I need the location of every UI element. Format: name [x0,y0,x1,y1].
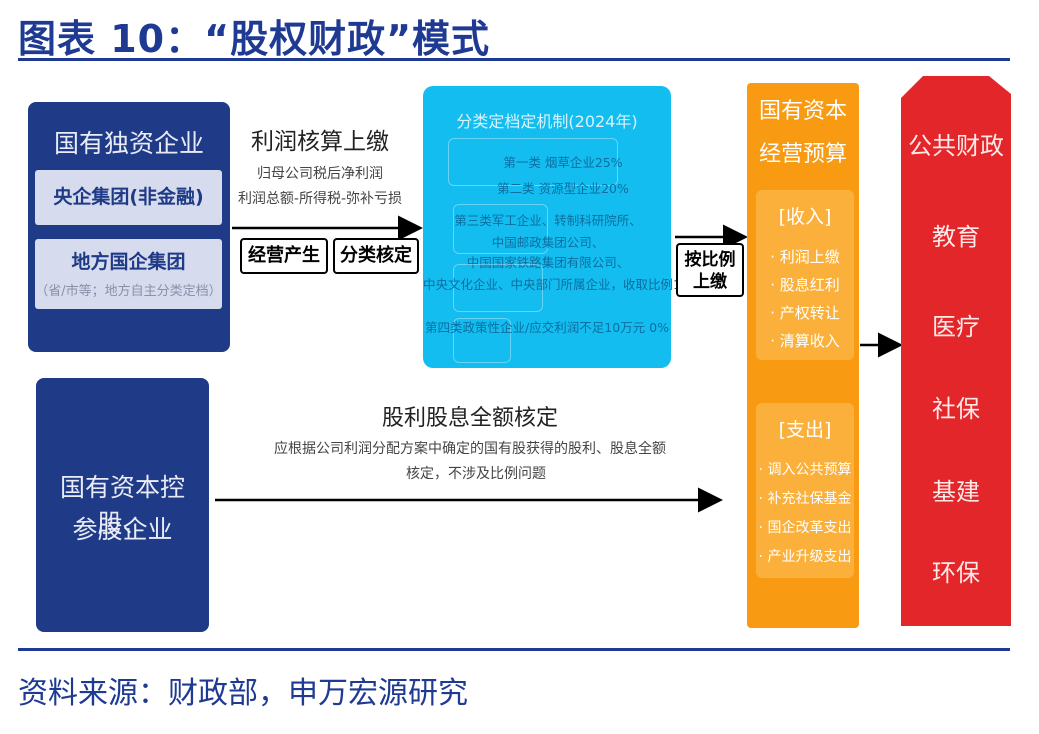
expense-title: [支出] [778,419,832,441]
expense-item: · 产业升级支出 [758,549,852,565]
public-finance-item: 教育 [932,223,980,251]
capital-budget-box: 国有资本 经营预算 [收入] · 利润上缴 · 股息红利 · 产权转让 · 清算… [747,83,859,628]
public-finance-item: 医疗 [932,313,980,341]
public-finance-title: 公共财政 [908,132,1004,160]
expense-item: · 调入公共预算 [758,462,852,478]
category-2: 第二类 资源型企业20% [497,181,629,196]
profit-flow-label: 利润核算上缴 [251,129,389,155]
classification-box: 分类定档定机制(2024年) 第一类 烟草企业25% 第二类 资源型企业20% … [423,86,701,368]
income-item: · 清算收入 [770,332,840,350]
source-note: 资料来源：财政部，申万宏源研究 [18,676,468,711]
sole-state-title: 国有独资企业 [53,129,204,158]
public-finance-item: 基建 [932,478,980,506]
local-soe-note: （省/市等；地方自主分类定档） [35,284,222,299]
proportional-line2: 上缴 [693,272,727,292]
local-soe-label: 地方国企集团 [71,251,186,273]
budget-title-line2: 经营预算 [758,142,847,167]
public-finance-shape [901,76,1011,626]
category-3-line2: 中国邮政集团公司、 [491,235,605,250]
local-soe-card: 地方国企集团 （省/市等；地方自主分类定档） [35,239,222,309]
footer-rule [18,648,1010,651]
income-title: [收入] [778,206,832,228]
tag-generate: 经营产生 [240,238,328,274]
category-1-2-frame [448,138,618,186]
holding-line1: 国有资本控股、 [59,473,185,538]
income-panel: [收入] · 利润上缴 · 股息红利 · 产权转让 · 清算收入 [756,190,854,360]
budget-title-line1: 国有资本 [758,99,847,124]
expense-item: · 国企改革支出 [758,520,852,536]
expense-item: · 补充社保基金 [758,491,852,507]
sole-state-box: 国有独资企业 央企集团(非金融) 地方国企集团 （省/市等；地方自主分类定档） [28,102,230,352]
dividend-flow-line2: 核定，不涉及比例问题 [406,466,546,482]
expense-panel: [支出] · 调入公共预算 · 补充社保基金 · 国企改革支出 · 产业升级支出 [756,403,854,578]
classification-title: 分类定档定机制(2024年) [456,112,638,131]
income-item: · 产权转让 [770,304,840,322]
dividend-flow-label: 股利股息全额核定 [381,406,558,431]
category-1: 第一类 烟草企业25% [503,155,623,170]
proportional-tag: 按比例 上缴 [676,243,744,297]
title-rule [18,58,1010,61]
category-3b-frame [453,264,543,312]
category-3-line1: 第三类军工企业、转制科研院所、 [454,213,642,228]
tag-classify: 分类核定 [333,238,419,274]
income-item: · 股息红利 [770,276,840,294]
category-4: 第四类政策性企业/应交利润不足10万元 0% [425,320,669,335]
income-item: · 利润上缴 [770,248,840,266]
profit-flow-line1: 归母公司税后净利润 [257,166,383,182]
figure-title: 图表 10：“股权财政”模式 [18,17,491,61]
holding-enterprise-box: 国有资本控股、 参股企业 [36,378,209,632]
central-soe-card: 央企集团(非金融) [35,170,222,225]
category-3-line4: 中央文化企业、中央部门所属企业，收取比例10% [423,277,701,292]
public-finance-item: 环保 [932,559,980,587]
holding-line2: 参股企业 [72,515,173,544]
public-finance-item: 社保 [932,395,980,423]
category-4-frame [453,318,511,363]
proportional-line1: 按比例 [684,250,736,270]
dividend-flow-line1: 应根据公司利润分配方案中确定的国有股获得的股利、股息全额 [274,441,666,457]
category-3-frame [453,204,548,254]
category-3-line3: 中国国家铁路集团有限公司、 [466,255,630,270]
profit-flow-line2: 利润总额-所得税-弥补亏损 [237,191,403,207]
public-finance-box: 公共财政 教育 医疗 社保 基建 环保 [901,76,1011,626]
